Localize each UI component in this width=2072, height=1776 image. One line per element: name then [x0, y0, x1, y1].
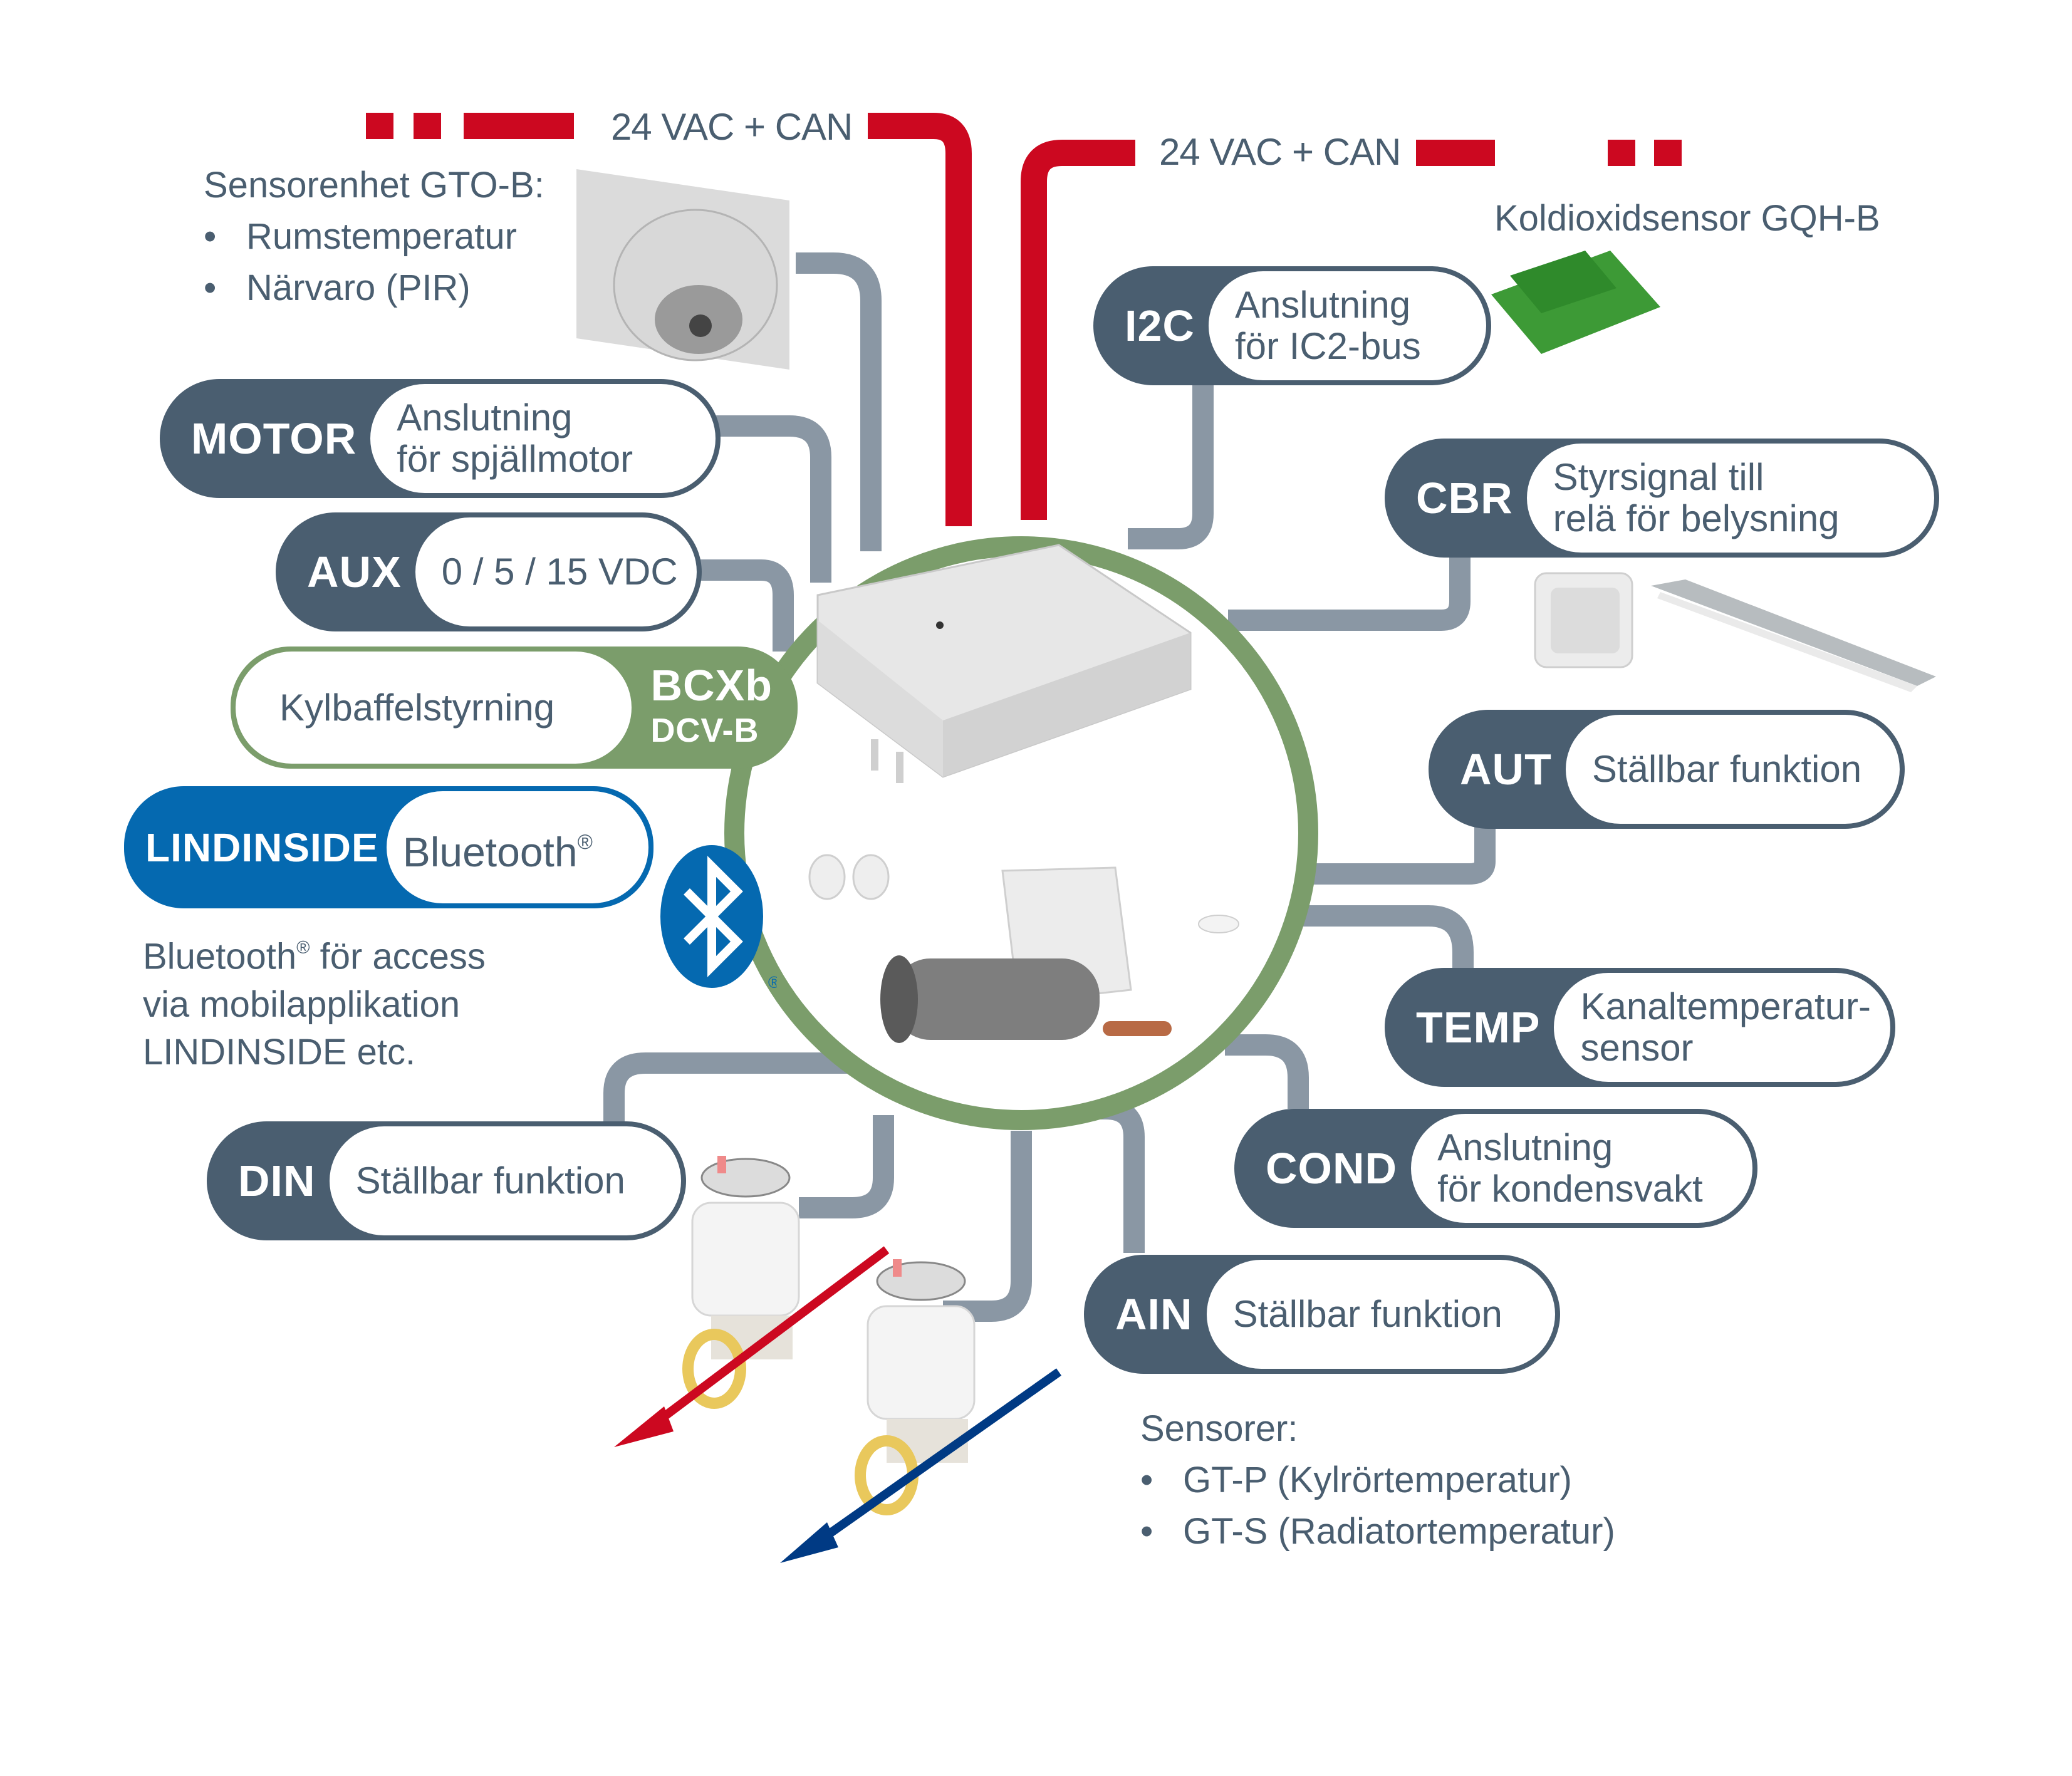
connector-aut[interactable]: AUT Ställbar funktion [1429, 710, 1905, 829]
connector-code: I2C [1125, 301, 1195, 350]
wire-cbr [1228, 551, 1471, 631]
hot-water-arrow [614, 1246, 890, 1447]
controller-box-illustration [816, 544, 1192, 783]
connector-code: TEMP [1416, 1003, 1541, 1052]
co2-sensor-illustration [1491, 251, 1660, 354]
sensors-title: Sensorer: [1140, 1408, 1298, 1449]
connector-aux[interactable]: AUX 0 / 5 / 15 VDC [276, 512, 702, 631]
cold-water-arrow [780, 1368, 1062, 1563]
power-wire-left [868, 113, 972, 526]
wire-aut [1309, 827, 1496, 885]
connector-description: Ställbar funktion [329, 1126, 681, 1235]
controller-badge-bcxb[interactable]: Kylbaffelstyrning BCXb DCV-B [231, 647, 798, 769]
wire-motor [714, 415, 831, 583]
connector-code: COND [1266, 1144, 1398, 1193]
connector-code: MOTOR [191, 414, 357, 463]
connector-description: Kanaltemperatur-sensor [1554, 973, 1890, 1082]
sensors-caption: Sensorer: •GT-P (Kylrörtemperatur) •GT-S… [1140, 1403, 1615, 1557]
wire-ain [1084, 1098, 1145, 1253]
connector-lindinside[interactable]: LINDINSIDE Bluetooth® [124, 786, 653, 908]
power-bus-left [366, 113, 574, 139]
light-switch-illustration [1534, 572, 1633, 668]
connector-ain[interactable]: AIN Ställbar funktion [1084, 1255, 1560, 1374]
sensor-unit-item: •Rumstemperatur [204, 216, 517, 257]
damper-unit-illustration [808, 854, 1239, 1043]
wire-cond [1225, 1034, 1309, 1109]
connector-description: 0 / 5 / 15 VDC [415, 517, 697, 626]
controller-description: Kylbaffelstyrning [236, 652, 632, 764]
connector-code: AIN [1115, 1290, 1193, 1339]
bluetooth-caption: Bluetooth® för access via mobilapplikati… [143, 936, 486, 1072]
connector-code: CBR [1416, 474, 1513, 522]
wire-aux [695, 559, 794, 652]
ceiling-lamp-illustration [1651, 579, 1936, 692]
sensors-item: •GT-S (Radiatortemperatur) [1140, 1511, 1615, 1552]
bluetooth-icon: ® [657, 843, 780, 993]
connector-description: Bluetooth® [386, 791, 648, 903]
connector-code: LINDINSIDE [145, 824, 379, 870]
power-wire-right [1021, 140, 1135, 520]
wire-din-return [799, 1115, 894, 1218]
connector-code: DIN [238, 1156, 316, 1205]
connector-description: Ställbar funktion [1565, 715, 1900, 824]
connector-code: AUT [1460, 745, 1552, 794]
power-bus-right-label: 24 VAC + CAN [1159, 131, 1401, 173]
power-bus-left-label: 24 VAC + CAN [611, 106, 853, 148]
controller-code: BCXb DCV-B [650, 660, 773, 749]
wire-sensor-unit [796, 252, 882, 551]
wire-temp [1303, 905, 1474, 971]
valve-2-illustration [855, 1259, 976, 1515]
connector-temp[interactable]: TEMP Kanaltemperatur-sensor [1385, 968, 1895, 1087]
connector-code: AUX [307, 548, 402, 596]
wire-din [603, 1052, 858, 1121]
sensor-unit-caption: Sensorenhet GTO-B: •Rumstemperatur •Närv… [204, 160, 544, 314]
wire-valve2 [943, 1131, 1032, 1322]
wire-i2c [1128, 382, 1214, 549]
valve-1-illustration [682, 1156, 800, 1409]
connector-description: Ställbar funktion [1206, 1260, 1555, 1369]
sensor-unit-item: •Närvaro (PIR) [204, 267, 471, 308]
sensors-item: •GT-P (Kylrörtemperatur) [1140, 1460, 1572, 1500]
co2-sensor-caption: Koldioxidsensor GQH-B [1494, 198, 1880, 239]
sensor-unit-illustration [576, 169, 789, 370]
sensor-unit-title: Sensorenhet GTO-B: [204, 165, 544, 205]
power-bus-right [1416, 140, 1682, 166]
connector-din[interactable]: DIN Ställbar funktion [207, 1121, 686, 1240]
bluetooth-registered-mark: ® [768, 973, 777, 992]
